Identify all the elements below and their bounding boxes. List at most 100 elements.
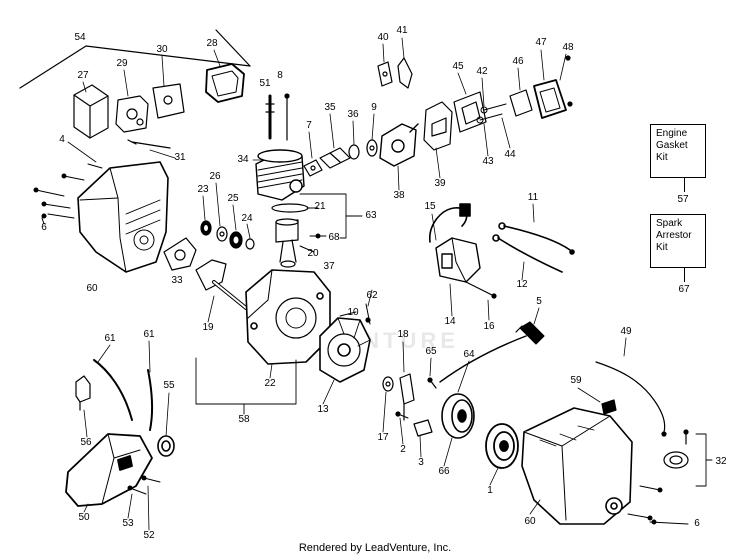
part-59-switch	[601, 399, 617, 415]
part-3-pawl	[413, 419, 433, 437]
part-16-screw	[465, 281, 497, 299]
part-19-crankshaft	[195, 259, 248, 310]
callout-41: 41	[396, 25, 408, 36]
part-55-bearing	[157, 435, 175, 457]
part-28-cover	[205, 63, 245, 103]
part-32-clamp	[663, 429, 689, 469]
callout-51: 51	[259, 78, 271, 89]
callout-63: 63	[365, 210, 377, 221]
part-34-cylinder	[255, 149, 305, 201]
part-45-gasket	[453, 91, 487, 133]
part-10-key	[339, 311, 357, 317]
callout-60: 60	[524, 516, 536, 527]
callout-5: 5	[536, 296, 542, 307]
callout-4: 4	[59, 134, 65, 145]
callout-42: 42	[476, 66, 488, 77]
callout-54: 54	[74, 32, 86, 43]
part-ring-21	[271, 203, 309, 213]
part-47-cover	[533, 79, 567, 119]
part-18-post	[399, 373, 415, 421]
callout-24: 24	[241, 213, 253, 224]
screws-left-housing	[33, 163, 103, 225]
part-9-gasket	[366, 139, 378, 157]
part-50-muffler	[65, 433, 153, 507]
callout-23: 23	[197, 184, 209, 195]
part-62-screw	[365, 303, 371, 325]
part-5-handle	[515, 321, 545, 345]
callout-25: 25	[227, 193, 239, 204]
part-22-crankcase	[245, 269, 331, 365]
part-11-wire	[498, 222, 575, 255]
engine-gasket-kit-box: Engine Gasket Kit	[650, 124, 706, 178]
callout-1: 1	[487, 485, 493, 496]
bracket-58	[195, 357, 297, 415]
callout-46: 46	[512, 56, 524, 67]
part-13-flywheel	[319, 317, 371, 383]
part-41-lever	[397, 57, 413, 89]
part-30-gasket	[152, 83, 185, 119]
callout-33: 33	[171, 275, 183, 286]
seals-bearings	[200, 220, 255, 250]
callout-34: 34	[237, 154, 249, 165]
callout-36: 36	[347, 109, 359, 120]
callout-31: 31	[174, 152, 186, 163]
callout-43: 43	[482, 156, 494, 167]
part-15-coil-wire	[429, 203, 471, 243]
part-49-throttle-cable	[595, 361, 667, 437]
callout-3: 3	[418, 457, 424, 468]
callout-56: 56	[80, 437, 92, 448]
bracket-32	[695, 433, 713, 487]
callout-18: 18	[397, 329, 409, 340]
part-66-pulley	[441, 393, 475, 439]
part-65-spring	[427, 377, 437, 389]
callout-47: 47	[535, 37, 547, 48]
callout-15: 15	[424, 201, 436, 212]
callout-65: 65	[425, 346, 437, 357]
part-39-plate	[423, 101, 453, 151]
callout-50: 50	[78, 512, 90, 523]
callout-61: 61	[143, 329, 155, 340]
spark-arrestor-kit-label: Spark Arrestor Kit	[656, 218, 692, 253]
footer-credit: Rendered by LeadVenture, Inc.	[298, 542, 452, 554]
callout-7: 7	[306, 120, 312, 131]
callout-45: 45	[452, 61, 464, 72]
callout-66: 66	[438, 466, 450, 477]
callout-13: 13	[317, 404, 329, 415]
part-1-spring-housing	[485, 423, 519, 469]
callout-20: 20	[307, 248, 319, 259]
callout-11: 11	[527, 192, 539, 203]
part-56-primer	[75, 375, 91, 411]
callout-35: 35	[324, 102, 336, 113]
part-60-engine-housing	[77, 161, 169, 273]
callout-28: 28	[206, 38, 218, 49]
parts-68-20	[299, 233, 327, 253]
part-piston	[275, 218, 299, 268]
callout-27: 27	[77, 70, 89, 81]
part-2-screw	[395, 411, 409, 419]
callout-37: 37	[323, 261, 335, 272]
callout-21: 21	[314, 201, 326, 212]
part-27-filter	[73, 84, 109, 139]
screws-right-housing	[627, 485, 689, 525]
callout-62: 62	[366, 290, 378, 301]
part-61-hose-b	[147, 369, 154, 431]
callout-48: 48	[562, 42, 574, 53]
callout-59: 59	[570, 375, 582, 386]
callout-16: 16	[483, 321, 495, 332]
part-46-filter	[509, 89, 533, 117]
engine-gasket-kit-label: Engine Gasket Kit	[656, 128, 688, 163]
callout-14: 14	[444, 316, 456, 327]
callout-49: 49	[620, 326, 632, 337]
callout-6: 6	[694, 518, 700, 529]
callout-55: 55	[163, 380, 175, 391]
part-40-bracket	[377, 61, 393, 87]
callout-22: 22	[264, 378, 276, 389]
callout-60: 60	[86, 283, 98, 294]
callout-58: 58	[238, 414, 250, 425]
callout-30: 30	[156, 44, 168, 55]
part-61-hose-a	[93, 359, 133, 421]
part-35-spacer	[319, 147, 351, 169]
callout-19: 19	[202, 322, 214, 333]
